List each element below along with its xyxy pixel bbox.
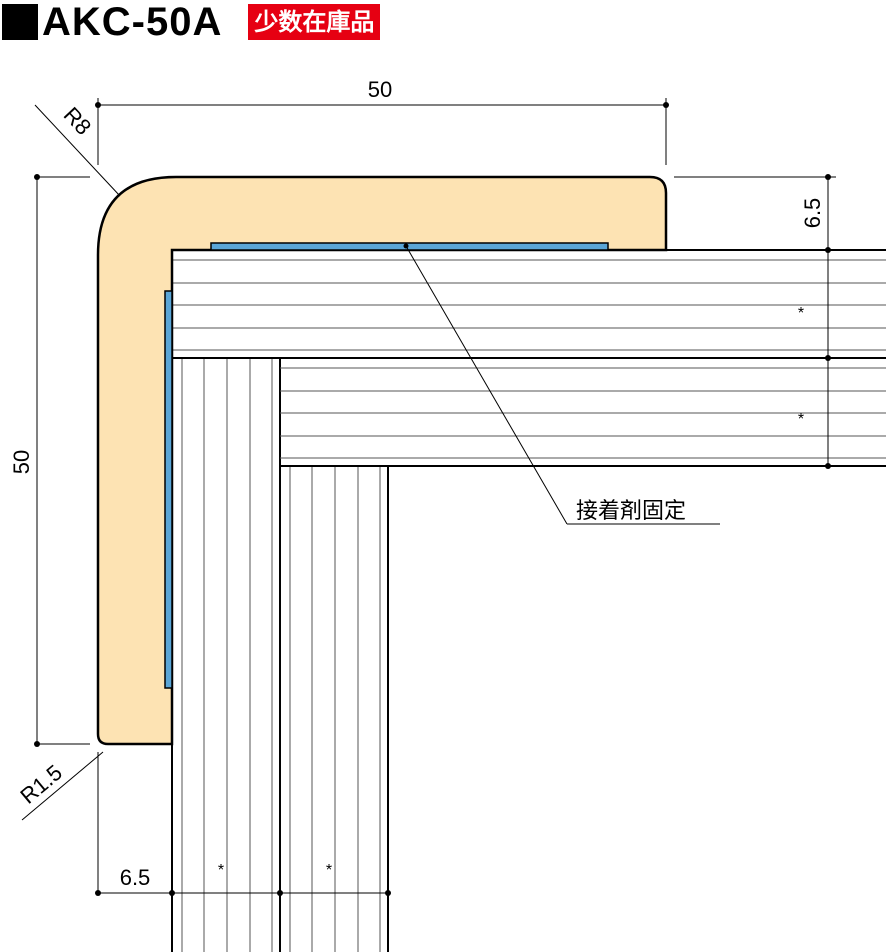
adhesive-tape-top: [210, 242, 609, 251]
bottom-thickness-dimension: 6.5: [120, 865, 151, 890]
dimension-lines: [21, 98, 886, 894]
asterisk-mark: *: [218, 862, 224, 879]
outer-radius-label: R8: [59, 102, 96, 140]
inner-radius-label: R1.5: [15, 760, 67, 809]
horizontal-board-2: [279, 357, 886, 467]
horizontal-board-1: [171, 249, 886, 359]
dimension-dots: [34, 102, 831, 896]
asterisk-mark: *: [326, 862, 332, 879]
product-title: AKC-50A: [42, 0, 223, 44]
width-dimension: 50: [368, 77, 392, 102]
stock-badge: 少数在庫品: [248, 4, 381, 40]
asterisk-mark: *: [798, 305, 804, 322]
vertical-board-2: [279, 465, 389, 952]
adhesive-tape-left: [164, 290, 173, 689]
title-square-icon: [2, 4, 38, 40]
adhesive-callout-label: 接着剤固定: [576, 499, 686, 524]
corner-guard-profile: [96, 175, 668, 746]
height-dimension: 50: [9, 450, 34, 474]
vertical-board-1: [171, 357, 281, 952]
header: AKC-50A 少数在庫品: [0, 0, 381, 44]
asterisk-mark: *: [798, 411, 804, 428]
top-thickness-dimension: 6.5: [800, 198, 825, 229]
